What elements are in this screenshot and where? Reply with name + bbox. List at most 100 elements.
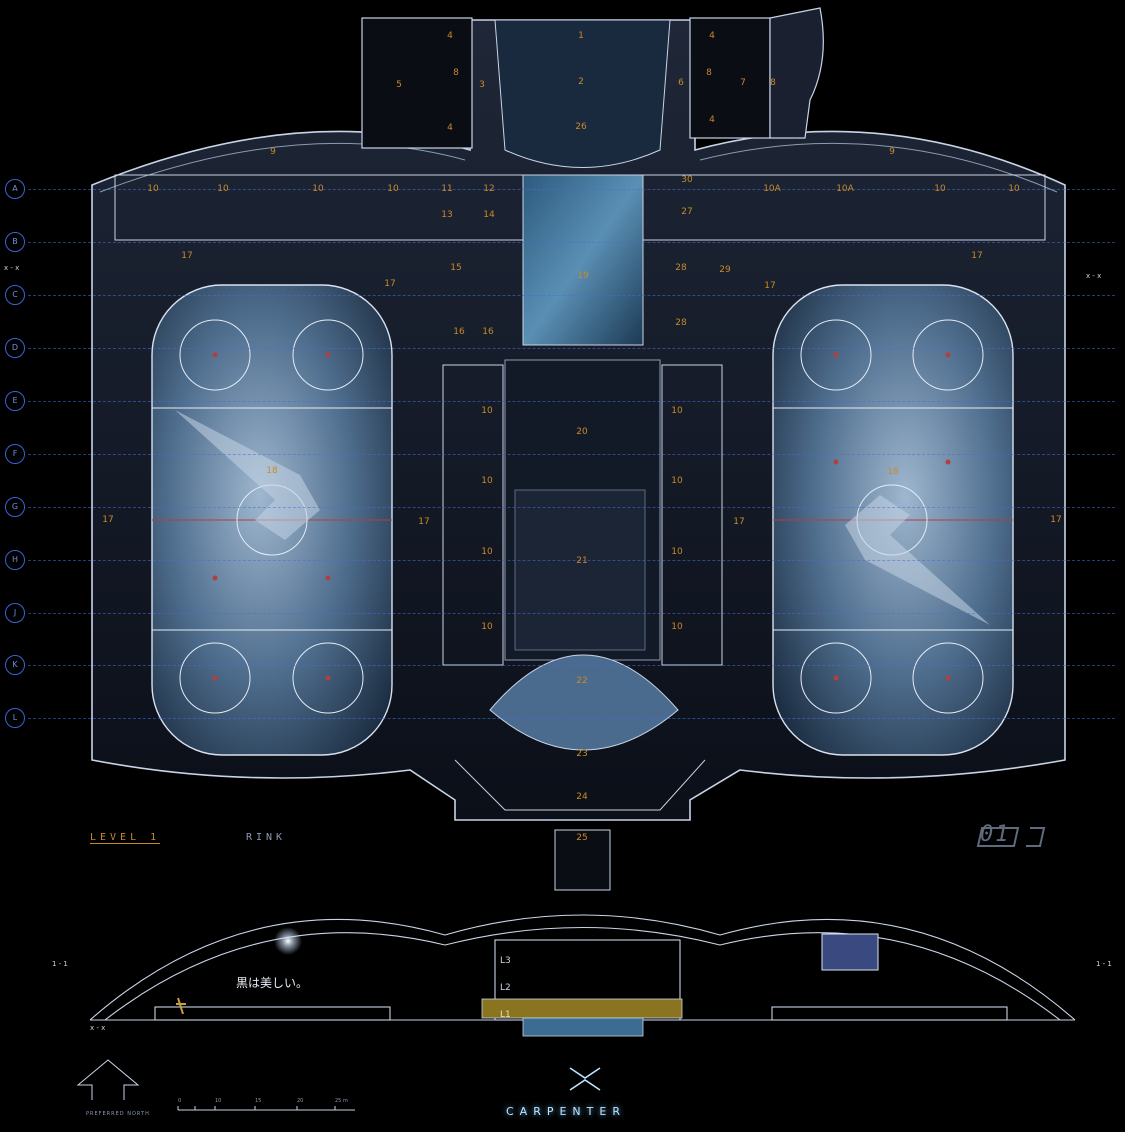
room-number-24: 24 — [576, 792, 588, 802]
room-number-17: 17 — [764, 281, 776, 291]
room-number-17: 17 — [418, 517, 430, 527]
room-number-19: 19 — [577, 271, 589, 281]
grid-line-b — [28, 242, 1115, 243]
room-number-8: 8 — [706, 68, 712, 78]
grid-axis-c: C — [5, 285, 25, 305]
room-number-28: 28 — [675, 318, 687, 328]
room-number-10: 10 — [671, 622, 683, 632]
room-number-17: 17 — [384, 279, 396, 289]
room-number-9: 9 — [270, 147, 276, 157]
room-number-13: 13 — [441, 210, 453, 220]
room-number-4: 4 — [709, 31, 715, 41]
section-mark-top-left: 1 - 1 — [52, 960, 68, 968]
grid-line-c — [28, 295, 1115, 296]
room-number-29: 29 — [719, 265, 731, 275]
auditorium — [489, 654, 679, 751]
room-number-10: 10 — [217, 184, 229, 194]
room-number-17: 17 — [181, 251, 193, 261]
level-label-l2: L2 — [500, 983, 511, 993]
scale-tick-label: 25 m — [335, 1098, 348, 1104]
grid-axis-k: K — [5, 655, 25, 675]
carpenter-logo-icon — [569, 1067, 601, 1091]
room-number-4: 4 — [447, 31, 453, 41]
room-number-21: 21 — [576, 556, 588, 566]
grid-axis-j: J — [5, 603, 25, 623]
room-number-20: 20 — [576, 427, 588, 437]
room-number-16: 16 — [482, 327, 494, 337]
room-number-14: 14 — [483, 210, 495, 220]
outer-wall-right — [699, 142, 1058, 193]
room-number-30: 30 — [681, 175, 693, 185]
area-caption: RINK — [246, 832, 287, 843]
room-number-10: 10 — [481, 476, 493, 486]
room-number-10: 10 — [1008, 184, 1020, 194]
grid-axis-a: A — [5, 179, 25, 199]
room-number-6: 6 — [678, 78, 684, 88]
grid-axis-d: D — [5, 338, 25, 358]
pool — [522, 174, 644, 346]
grid-axis-l: L — [5, 708, 25, 728]
annex-left — [361, 17, 473, 149]
room-number-18: 18 — [266, 466, 278, 476]
room-number-17: 17 — [1050, 515, 1062, 525]
sheet-number: 01 — [980, 822, 1011, 847]
annex-right — [689, 17, 771, 139]
room-number-25: 25 — [576, 833, 588, 843]
sheet-number-graphic — [976, 827, 1046, 847]
room-number-2: 2 — [578, 77, 584, 87]
room-number-26: 26 — [575, 122, 587, 132]
scale-bar — [177, 1106, 355, 1111]
brand-name: CARPENTER — [506, 1105, 626, 1118]
grid-axis-e: E — [5, 391, 25, 411]
room-number-11: 11 — [441, 184, 453, 194]
light-glow — [274, 927, 302, 955]
section-mark-plan-left: x - x — [4, 264, 20, 272]
room-number-10: 10 — [934, 184, 946, 194]
scoreboard-image — [821, 933, 879, 971]
room-number-16: 16 — [453, 327, 465, 337]
room-number-4: 4 — [709, 115, 715, 125]
room-number-17: 17 — [102, 515, 114, 525]
north-label: PREFERRED NORTH — [86, 1111, 150, 1117]
room-number-9: 9 — [889, 147, 895, 157]
grid-line-h — [28, 560, 1115, 561]
room-number-10: 10 — [312, 184, 324, 194]
grid-line-g — [28, 507, 1115, 508]
room-number-10: 10 — [147, 184, 159, 194]
room-number-7: 7 — [740, 78, 746, 88]
room-number-12: 12 — [483, 184, 495, 194]
entrance-funnel — [494, 19, 671, 168]
central-hall-inner — [514, 489, 646, 651]
section-mark-plan-right: x - x — [1086, 272, 1102, 280]
grid-axis-g: G — [5, 497, 25, 517]
japanese-caption: 黒は美しい。 — [236, 976, 309, 990]
section-mark-top-right: 1 - 1 — [1096, 960, 1112, 968]
grid-line-d — [28, 348, 1115, 349]
room-number-17: 17 — [733, 517, 745, 527]
room-number-17: 17 — [971, 251, 983, 261]
room-number-10: 10 — [481, 406, 493, 416]
room-number-8: 8 — [770, 78, 776, 88]
south-entry — [554, 829, 611, 891]
room-number-5: 5 — [396, 80, 402, 90]
room-number-3: 3 — [479, 80, 485, 90]
grid-line-e — [28, 401, 1115, 402]
grid-line-k — [28, 665, 1115, 666]
room-number-10: 10 — [671, 476, 683, 486]
outer-wall-left — [99, 142, 466, 193]
room-number-23: 23 — [576, 749, 588, 759]
section-pool — [522, 1017, 644, 1037]
level-caption: LEVEL 1 — [90, 832, 161, 844]
room-number-18: 18 — [887, 467, 899, 477]
room-number-28: 28 — [675, 263, 687, 273]
room-number-8: 8 — [453, 68, 459, 78]
grid-axis-f: F — [5, 444, 25, 464]
player-figure — [176, 997, 186, 1015]
scale-tick-label: 0 — [178, 1098, 182, 1104]
room-number-22: 22 — [576, 676, 588, 686]
room-number-10: 10 — [671, 547, 683, 557]
room-number-10: 10 — [481, 547, 493, 557]
south-lobby — [454, 759, 706, 811]
